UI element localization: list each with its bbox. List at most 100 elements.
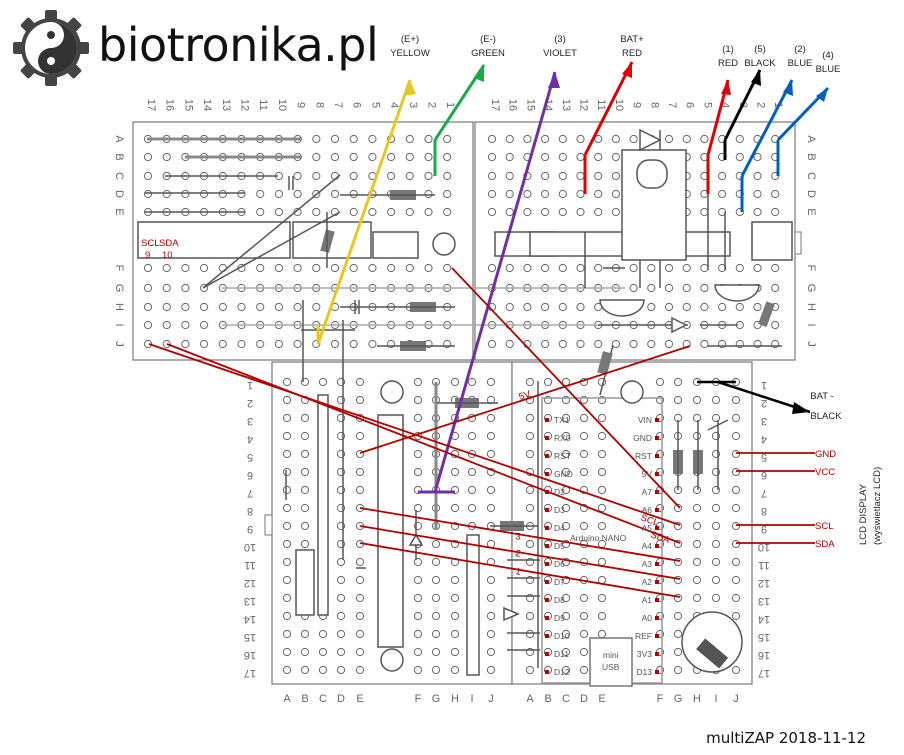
hole bbox=[523, 263, 532, 273]
hole bbox=[597, 413, 607, 423]
hole bbox=[561, 593, 571, 603]
hole bbox=[753, 302, 762, 312]
hole bbox=[486, 647, 496, 657]
hole bbox=[711, 503, 721, 513]
hole bbox=[561, 431, 571, 441]
hole bbox=[594, 171, 603, 181]
svg-text:1: 1 bbox=[514, 566, 521, 578]
hole bbox=[718, 302, 727, 312]
hole bbox=[413, 413, 423, 423]
hole bbox=[673, 665, 683, 675]
hole bbox=[753, 171, 762, 181]
column-letter: F bbox=[415, 693, 422, 705]
column-letter: I bbox=[714, 693, 717, 705]
row-letter: G bbox=[113, 284, 125, 293]
column-letter: J bbox=[733, 693, 739, 705]
pin-marker bbox=[655, 544, 659, 548]
hole bbox=[200, 263, 209, 273]
hole bbox=[505, 339, 514, 349]
hole bbox=[700, 207, 709, 217]
hole bbox=[597, 611, 607, 621]
hole bbox=[424, 207, 433, 217]
hole bbox=[181, 320, 190, 330]
pin-marker bbox=[655, 580, 659, 584]
column-letter: D bbox=[580, 693, 588, 705]
row-number: 4 bbox=[761, 433, 767, 445]
hole bbox=[300, 629, 310, 639]
hole bbox=[431, 665, 441, 675]
hole bbox=[523, 189, 532, 199]
hole bbox=[237, 339, 246, 349]
hole bbox=[523, 134, 532, 144]
hole bbox=[405, 152, 414, 162]
lcd-display-subtitle: (wyświetlacz LCD) bbox=[872, 467, 883, 545]
row-number: 2 bbox=[761, 397, 767, 409]
hole bbox=[682, 283, 691, 293]
hole bbox=[424, 263, 433, 273]
hole bbox=[576, 189, 585, 199]
hole bbox=[505, 171, 514, 181]
row-number: 5 bbox=[761, 451, 767, 463]
hole bbox=[647, 302, 656, 312]
svg-text:SCL: SCL bbox=[141, 238, 159, 249]
hole bbox=[330, 152, 340, 162]
row-letter: A bbox=[805, 135, 817, 143]
hole bbox=[731, 449, 741, 459]
hole bbox=[505, 302, 514, 312]
hole bbox=[629, 339, 638, 349]
hole bbox=[611, 152, 621, 162]
svg-text:3: 3 bbox=[514, 531, 521, 543]
hole bbox=[282, 629, 292, 639]
row-letter: H bbox=[805, 303, 817, 311]
hole bbox=[162, 152, 171, 162]
row-letter: J bbox=[113, 341, 125, 347]
arduino-pin-right: D13 bbox=[636, 667, 652, 677]
row-number: 2 bbox=[247, 397, 253, 409]
arduino-pin-right: GND bbox=[633, 433, 652, 443]
hole bbox=[576, 263, 585, 273]
hole bbox=[405, 134, 414, 144]
hole bbox=[349, 171, 358, 181]
hole bbox=[561, 449, 571, 459]
hole bbox=[336, 557, 346, 567]
hole bbox=[579, 467, 589, 477]
column-number: 4 bbox=[388, 102, 400, 108]
hole bbox=[700, 339, 709, 349]
pin-marker bbox=[545, 436, 549, 440]
hole bbox=[312, 302, 321, 312]
hole bbox=[443, 152, 452, 162]
hole bbox=[486, 575, 496, 585]
footer-caption: multiZAP 2018-11-12 bbox=[706, 729, 866, 747]
hole bbox=[692, 557, 702, 567]
bat-minus-color: BLACK bbox=[810, 411, 842, 422]
column-number: 17 bbox=[145, 99, 157, 111]
hole bbox=[355, 467, 365, 477]
hole bbox=[355, 431, 365, 441]
hole bbox=[274, 302, 283, 312]
hole bbox=[664, 302, 674, 312]
hole bbox=[731, 593, 741, 603]
hole bbox=[450, 611, 460, 621]
hole bbox=[731, 557, 741, 567]
hole bbox=[611, 171, 621, 181]
hole bbox=[162, 339, 171, 349]
row-number: 13 bbox=[758, 595, 770, 607]
arduino-pin-left: D2 bbox=[554, 487, 565, 497]
pin-marker bbox=[545, 652, 549, 656]
hole bbox=[181, 189, 190, 199]
hole bbox=[594, 263, 603, 273]
pin-marker bbox=[545, 634, 549, 638]
arduino-pin-left: RST bbox=[554, 451, 571, 461]
hole bbox=[143, 152, 153, 162]
hole bbox=[558, 263, 567, 273]
hole bbox=[505, 263, 514, 273]
hole bbox=[355, 575, 365, 585]
hole bbox=[274, 339, 283, 349]
row-number: 11 bbox=[244, 559, 255, 571]
hole bbox=[443, 171, 452, 181]
hole bbox=[274, 189, 283, 199]
hole bbox=[336, 575, 346, 585]
hole bbox=[561, 503, 571, 513]
arduino-pin-left: D9 bbox=[554, 613, 565, 623]
usb-label-line1: mini bbox=[603, 650, 619, 660]
